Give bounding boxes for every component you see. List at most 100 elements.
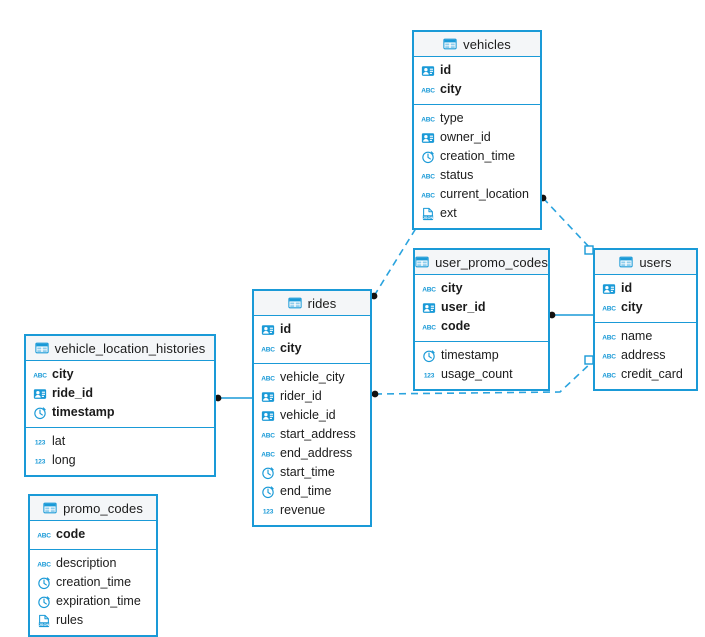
column-name: id [280,322,292,337]
column-row[interactable]: ABC current_location [414,185,540,204]
relationship-target-square [584,355,594,365]
clock-icon [421,150,435,164]
column-row[interactable]: creation_time [30,573,156,592]
column-name: id [440,63,452,78]
clock-icon [261,466,275,480]
table-icon [443,37,457,51]
column-row[interactable]: start_time [254,463,370,482]
svg-text:ABC: ABC [261,451,275,458]
entity-header-vehicles[interactable]: vehicles [414,32,540,57]
column-name: start_time [280,465,335,480]
column-name: creation_time [440,149,516,164]
column-name: usage_count [441,367,513,382]
id-badge-icon [421,64,435,78]
abc-icon: ABC [602,301,616,315]
column-name: expiration_time [56,594,141,609]
column-name: city [280,341,302,356]
column-row[interactable]: timestamp [26,403,214,422]
column-name: credit_card [621,367,683,382]
entity-header-user_promo_codes[interactable]: user_promo_codes [415,250,548,275]
relationship-user_promo_codes-to-users[interactable] [548,311,593,319]
column-name: current_location [440,187,529,202]
svg-text:ABC: ABC [421,192,435,199]
svg-text:ABC: ABC [261,375,275,382]
table-icon [288,296,302,310]
table-icon [415,255,429,269]
id-badge-icon [261,323,275,337]
entity-title-users: users [639,254,672,270]
entity-title-vehicles: vehicles [463,36,511,52]
svg-text:ABC: ABC [37,561,51,568]
column-name: timestamp [441,348,499,363]
column-row[interactable]: vehicle_id [254,406,370,425]
column-row[interactable]: timestamp [415,346,548,365]
abc-icon: ABC [421,169,435,183]
column-row[interactable]: end_time [254,482,370,501]
column-row[interactable]: expiration_time [30,592,156,611]
column-row[interactable]: user_id [415,298,548,317]
table-icon [34,341,49,355]
entity-header-vehicle_location_histories[interactable]: vehicle_location_histories [26,336,214,361]
relationship-line [542,197,591,249]
entity-header-users[interactable]: users [595,250,696,275]
entity-header-promo_codes[interactable]: promo_codes [30,496,156,521]
entity-title-vehicle_location_histories: vehicle_location_histories [54,340,206,356]
abc-icon: ABC [422,320,436,334]
relationship-line [373,224,419,297]
column-row[interactable]: owner_id [414,128,540,147]
entity-title-promo_codes: promo_codes [63,500,143,516]
column-name: city [441,281,463,296]
svg-text:JSON: JSON [39,622,50,626]
column-row[interactable]: ride_id [26,384,214,403]
column-row[interactable]: id [254,320,370,339]
column-row[interactable]: id [414,61,540,80]
column-name: address [621,348,666,363]
column-row[interactable]: creation_time [414,147,540,166]
column-name: code [56,527,86,542]
relationship-vehicle_location_histories-to-rides[interactable] [214,394,252,402]
json-icon: JSON [37,614,51,628]
column-row[interactable]: rider_id [254,387,370,406]
entity-header-rides[interactable]: rides [254,291,370,316]
relationship-target-square [584,245,594,255]
abc-icon: ABC [33,368,47,382]
column-name: creation_time [56,575,132,590]
column-row[interactable]: id [595,279,696,298]
column-name: long [52,453,76,468]
column-name: user_id [441,300,486,315]
relationship-vehicles-to-users[interactable] [539,194,594,255]
